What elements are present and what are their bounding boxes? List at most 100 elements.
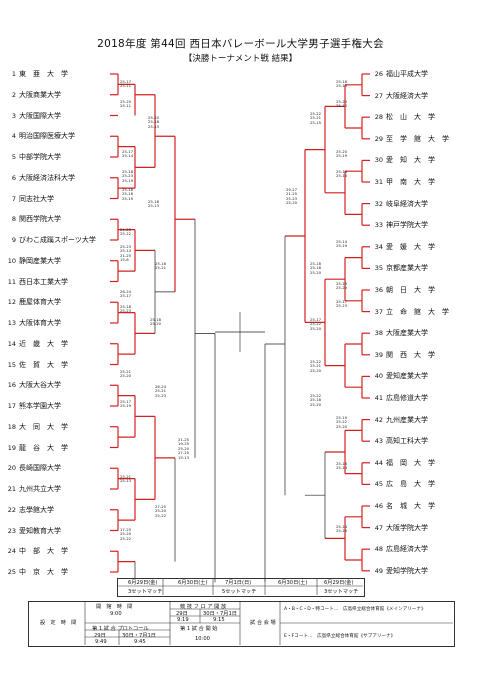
team-name: 静岡産業大学: [19, 256, 61, 265]
team-number: 39: [374, 350, 383, 359]
team-number: 36: [374, 286, 383, 294]
team-name: 広島経済大学: [386, 545, 428, 554]
team-name: 熊本学園大学: [19, 402, 61, 410]
score-right: 25-22 25-21 25-15: [310, 111, 322, 125]
team-name: 高知工科大学: [386, 437, 428, 446]
score-left: 25-18 25-23: [120, 304, 132, 314]
team-number: 27: [374, 91, 383, 100]
team-name: 長崎国際大学: [19, 464, 61, 473]
date-d1-left: 6月29日(金): [128, 580, 158, 586]
score-left: 21-25 25-22: [120, 227, 132, 237]
score-left: 25-18 25-21: [155, 261, 167, 271]
team-name: びわこ成蹊スポーツ大学: [19, 236, 96, 244]
team-name: 広 島 大 学: [386, 480, 435, 489]
team-name: 中 部 大 学: [19, 547, 68, 556]
team-number: 45: [374, 480, 383, 489]
score-left: 25-23 25-14 21-25 15-6: [120, 244, 132, 263]
team-number: 10: [7, 256, 16, 265]
score-left: 25-20 25-11: [120, 99, 132, 109]
date-row: [117, 578, 365, 597]
team-name: 大阪国際大学: [19, 111, 61, 120]
team-number: 30: [374, 156, 383, 165]
score-right: 25-18 25-16 25-20: [310, 261, 322, 275]
team-name: 関西学院大学: [19, 215, 61, 224]
score-left: 26-24 25-21 25-23: [155, 384, 167, 398]
score-right: 25-22 25-21 25-20: [310, 359, 322, 373]
score-right: 25-16 25-13: [336, 79, 348, 89]
team-number: 35: [374, 264, 383, 273]
team-number: 23: [7, 526, 16, 535]
score-right: 25-18 25-14: [336, 461, 348, 471]
team-name: 関 西 大 学: [386, 350, 435, 359]
team-name: 松 山 大 学: [386, 113, 435, 122]
team-name: 龍 谷 大 学: [19, 443, 68, 452]
team-name: 愛 知 大 学: [386, 156, 435, 165]
date-d3: 7月1日(日): [225, 580, 252, 586]
team-number: 12: [7, 298, 16, 307]
venue-label: 試 合 会 場: [250, 620, 276, 626]
team-number: 21: [7, 485, 16, 493]
schedule-label: 設 定 時 間: [40, 620, 77, 626]
team-name: 朝 日 大 学: [386, 286, 435, 294]
score-right: 25-19 25-20: [336, 281, 348, 291]
team-number: 8: [11, 215, 16, 224]
match-right: 3セットマッチ: [324, 589, 359, 595]
team-number: 29: [374, 134, 383, 143]
team-name: 立 命 館 大 学: [386, 307, 449, 316]
team-number: 46: [374, 502, 383, 510]
team-name: 大 同 大 学: [19, 422, 68, 431]
team-number: 3: [11, 111, 16, 120]
team-name: 福山平成大学: [386, 70, 428, 78]
team-number: 9: [11, 236, 16, 244]
team-name: 西日本工業大学: [19, 277, 68, 286]
team-number: 20: [7, 464, 16, 473]
date-d2-right: 6月30日(土): [278, 580, 308, 586]
score-left: 27-25 25-20 25-22: [155, 504, 167, 518]
team-name: 同志社大学: [19, 194, 54, 203]
proto-day1: 29日: [94, 633, 106, 639]
team-name: 大阪商業大学: [19, 90, 61, 99]
team-name: 愛 媛 大 学: [386, 242, 435, 251]
floor-val1: 9:19: [177, 617, 189, 623]
team-name: 大阪経済大学: [386, 91, 428, 100]
match-center: 5セットマッチ: [222, 589, 257, 595]
proto-val2: 9:45: [134, 639, 146, 645]
floor-val2: 9:15: [213, 617, 225, 623]
score-right: 29-27 21-25 25-23 25-20: [286, 187, 298, 206]
team-number: 26: [374, 70, 383, 78]
team-name: 広島修道大学: [386, 394, 428, 402]
team-number: 38: [374, 329, 383, 338]
team-name: 甲 南 大 学: [386, 178, 435, 186]
team-number: 11: [7, 277, 16, 286]
score-right: 25-22 25-18 25-20: [310, 393, 322, 407]
team-number: 37: [374, 307, 383, 316]
score-right: 25-18 25-16: [336, 169, 348, 179]
team-number: 17: [7, 402, 16, 410]
team-name: 大阪大谷大学: [19, 381, 61, 390]
team-number: 32: [374, 199, 383, 208]
